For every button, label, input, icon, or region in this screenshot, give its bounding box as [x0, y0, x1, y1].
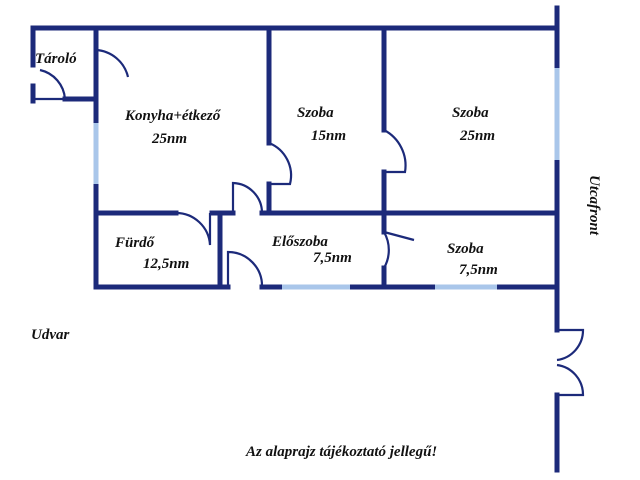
street-front-label: Utcafront	[586, 175, 602, 236]
hallway-room3-door	[383, 230, 415, 269]
storage-outer-door	[33, 68, 67, 101]
hallway-area: 7,5nm	[313, 250, 352, 266]
room1-area: 15nm	[311, 128, 346, 144]
bathroom-door	[175, 211, 212, 246]
windows	[93, 68, 560, 290]
room1-room2-door	[383, 129, 407, 174]
yard-label: Udvar	[31, 327, 69, 343]
hallway-label: Előszoba	[271, 234, 328, 250]
room-labels: Tároló Konyha+étkező 25nm Szoba 15nm Szo…	[35, 51, 498, 278]
room2-label: Szoba	[452, 105, 489, 121]
room3-area: 7,5nm	[459, 262, 498, 278]
storage-label: Tároló	[35, 51, 77, 67]
kitchen-area: 25nm	[151, 131, 187, 147]
doors	[33, 48, 585, 397]
gate	[556, 328, 585, 397]
room1-label: Szoba	[297, 105, 334, 121]
room2-area: 25nm	[459, 128, 495, 144]
storage-door	[94, 48, 130, 99]
room3-label: Szoba	[447, 241, 484, 257]
kitchen-hallway-door	[231, 181, 264, 214]
bathroom-area: 12,5nm	[143, 256, 189, 272]
bathroom-label: Fürdő	[114, 235, 156, 251]
kitchen-label: Konyha+étkező	[124, 108, 222, 124]
walls	[30, 5, 560, 473]
disclaimer-note: Az alaprajz tájékoztató jellegű!	[245, 444, 437, 460]
hallway-entrance-door	[226, 250, 264, 288]
kitchen-room1-door	[268, 141, 293, 186]
